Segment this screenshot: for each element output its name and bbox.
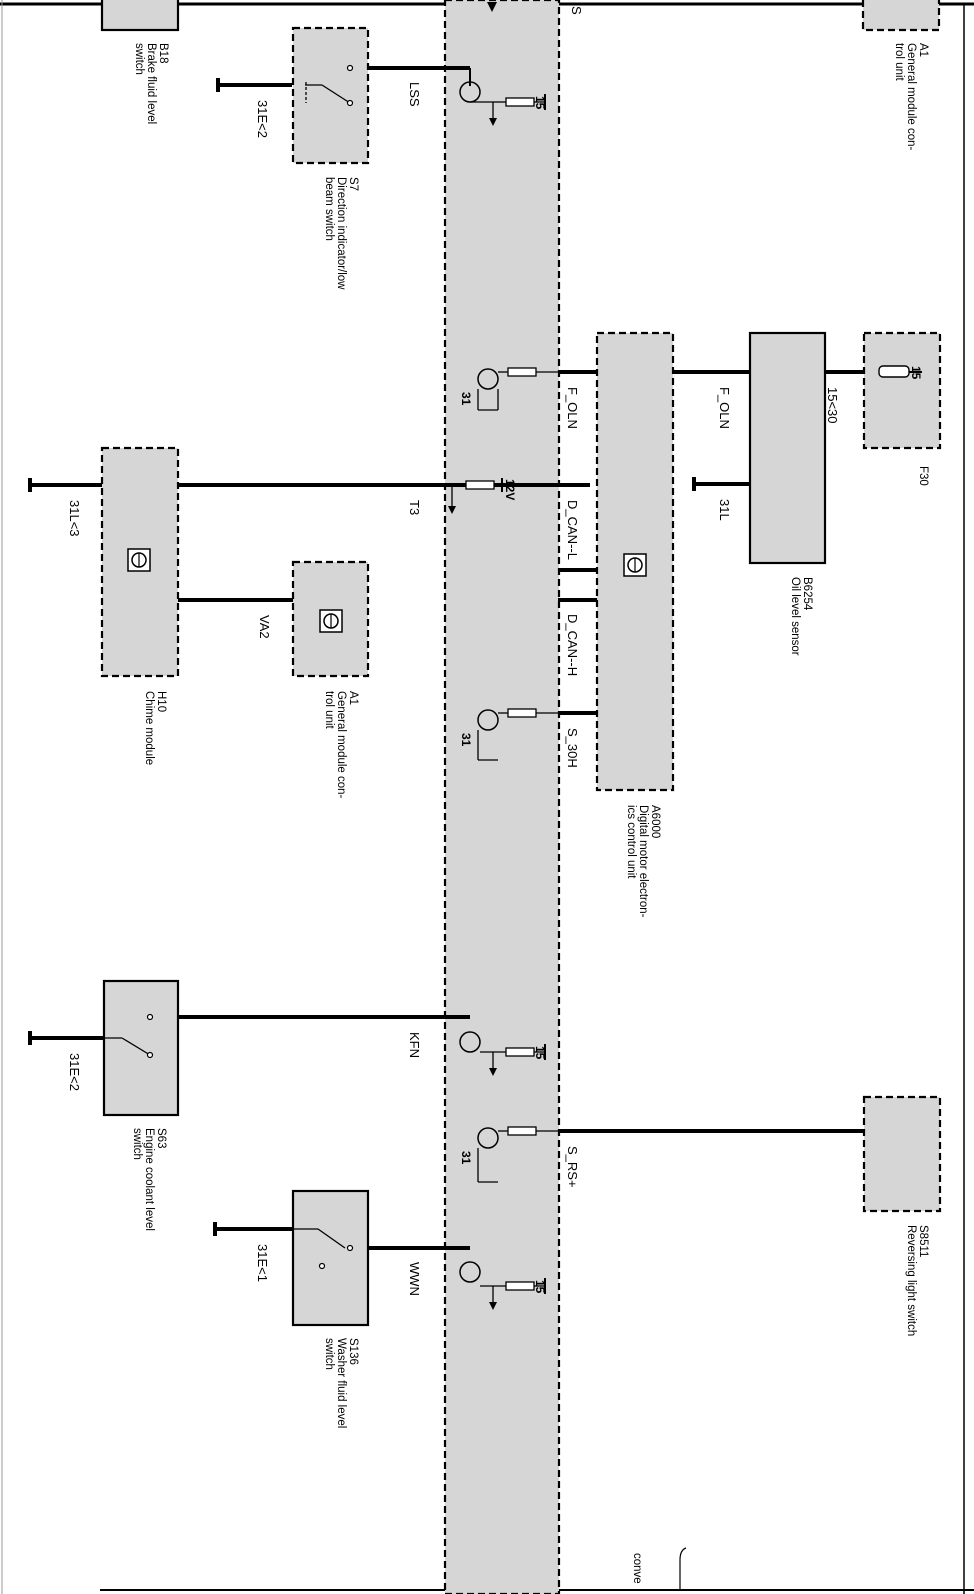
pin-15-kfn: 15: [533, 1046, 547, 1060]
pin-31-s30h: 31: [459, 733, 473, 747]
s136-desc-line2: switch: [323, 1338, 335, 1370]
signal-oil-15-30: 15<30: [825, 387, 840, 424]
pin-15-fuse: 15: [909, 366, 923, 380]
transistor-stage-srs: [477, 1126, 558, 1183]
s136-washer-fluid-switch: [291, 1189, 370, 1327]
ground-31e2-top: 31E<2: [255, 100, 270, 138]
signal-d-can-h: D_CAN--H: [565, 614, 580, 676]
s63-desc-line2: switch: [131, 1128, 143, 1160]
ground-31l3: 31L<3: [67, 500, 82, 537]
fragment-conv: conve: [631, 1553, 643, 1584]
switch-symbol-s136: [293, 1228, 354, 1270]
transistor-stage-lss: [459, 81, 546, 126]
resistor-stage-12v: [448, 478, 503, 514]
a6000-desc-line2: ics control unit: [625, 805, 637, 879]
signal-kfn: KFN: [407, 1032, 422, 1058]
b6254-oil-level-sensor: [748, 331, 827, 565]
ground-terminals: [28, 78, 696, 1236]
signal-s-rs: S_RS+: [565, 1146, 580, 1188]
s63-desc-line1: Engine coolant level: [143, 1128, 155, 1231]
b18-desc-line1: Brake fluid level: [145, 43, 157, 124]
top-arrow-marker: [487, 2, 497, 12]
transistor-stage-s30h: [477, 708, 558, 761]
signal-d-can-l: D_CAN--L: [565, 500, 580, 560]
b6254-desc-line1: Oil level sensor: [789, 577, 801, 656]
signal-f-oln-sensor: F_OLN: [717, 387, 732, 429]
a1-top-desc-line1: General module con-: [905, 43, 917, 151]
chime-icon-h10: [127, 548, 151, 572]
s7-direction-indicator-switch: [291, 26, 370, 165]
s7-code: S7: [347, 177, 359, 191]
wires: [30, 66, 895, 1250]
ground-31e2-mid: 31E<2: [67, 1053, 82, 1091]
b18-brake-fluid-switch: [100, 0, 180, 32]
signal-s-30h: S_30H: [565, 728, 580, 768]
fuse-icon-f30: [878, 365, 922, 378]
b6254-code: B6254: [801, 577, 813, 611]
s136-code: S136: [347, 1338, 359, 1365]
a6000-code: A6000: [649, 805, 661, 838]
signal-va2: VA2: [257, 615, 272, 639]
f30-code: F30: [917, 466, 929, 486]
pin-15-lss: 15: [533, 96, 547, 110]
ground-31e1: 31E<1: [255, 1244, 270, 1282]
switch-symbol-s63: [104, 1013, 154, 1059]
s8511-desc-line1: Reversing light switch: [905, 1225, 917, 1336]
signal-t3: T3: [407, 500, 422, 515]
s7-desc-line2: beam switch: [323, 177, 335, 241]
s63-engine-coolant-switch: [102, 979, 180, 1117]
a1-mid-code: A1: [347, 691, 359, 705]
a6000-desc-line1: Digital motor electron-: [637, 805, 649, 918]
h10-code: H10: [155, 691, 167, 712]
b18-desc-line2: switch: [133, 43, 145, 75]
transistor-stage-kfn: [459, 1031, 546, 1076]
a1-mid-desc-line2: trol unit: [323, 691, 335, 730]
signal-f-oln-bus: F_OLN: [565, 387, 580, 429]
fragment-curve: [679, 1547, 687, 1590]
transistor-stage-foln: [477, 367, 558, 411]
fragment-top-s: S: [569, 6, 584, 15]
signal-wwn: WWN: [407, 1262, 422, 1296]
s7-desc-line1: Direction indicator/low: [335, 177, 347, 290]
a1-mid-desc-line1: General module con-: [335, 691, 347, 799]
pin-31-srs: 31: [459, 1151, 473, 1165]
signal-oil-31l: 31L: [717, 499, 732, 521]
s63-code: S63: [155, 1128, 167, 1148]
signal-lss: LSS: [407, 82, 422, 107]
pin-12v: 12V: [503, 479, 517, 500]
pin-15-wwn: 15: [533, 1280, 547, 1294]
b18-code: B18: [157, 43, 169, 63]
chime-icon-a6000: [623, 553, 647, 577]
s8511-reversing-light-switch: [862, 1095, 942, 1213]
a1-general-module-top: [861, 0, 941, 32]
f30-fuse: [862, 331, 942, 450]
switch-symbol-s7: [305, 64, 354, 107]
s136-desc-line1: Washer fluid level: [335, 1338, 347, 1428]
transistor-stage-wwn: [459, 1261, 546, 1310]
a1-top-desc-line2: trol unit: [893, 43, 905, 82]
s8511-code: S8511: [917, 1225, 929, 1257]
a1-top-code: A1: [917, 43, 929, 57]
central-module-block: [443, 0, 561, 1594]
h10-desc-line1: Chime module: [143, 691, 155, 765]
pin-31-foln: 31: [459, 392, 473, 406]
chime-icon-a1: [319, 609, 343, 633]
